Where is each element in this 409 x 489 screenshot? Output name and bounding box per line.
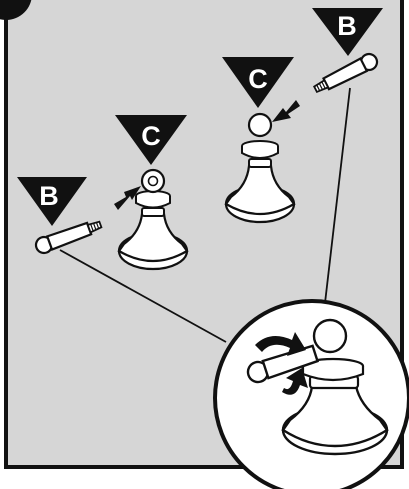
step-number-badge [0, 0, 32, 20]
label-triangle-marker [115, 115, 187, 165]
label-triangle-marker [222, 57, 294, 108]
label-b-left: B [39, 181, 59, 211]
insertion-arrow-icon [114, 186, 141, 210]
label-marker-c-left: C [115, 115, 187, 165]
rotation-arrow-icon [282, 368, 308, 395]
label-c-left: C [141, 121, 161, 151]
label-marker-b-right: B [312, 8, 383, 56]
pawn-detail [281, 318, 389, 456]
label-marker-b-left: B [17, 177, 87, 226]
label-triangle-marker [312, 8, 383, 56]
rotation-arrow-icon [255, 332, 306, 356]
magnifier-circle [213, 299, 409, 489]
label-b-right: B [337, 11, 357, 41]
label-triangle-marker [17, 177, 87, 226]
leader-line-left [59, 249, 227, 343]
leader-line-right [324, 87, 351, 304]
label-c-right: C [248, 64, 268, 94]
pawn-right [224, 112, 296, 224]
insertion-arrow-icon [272, 100, 300, 122]
pawn-left [117, 168, 189, 271]
label-marker-c-right: C [222, 57, 294, 108]
